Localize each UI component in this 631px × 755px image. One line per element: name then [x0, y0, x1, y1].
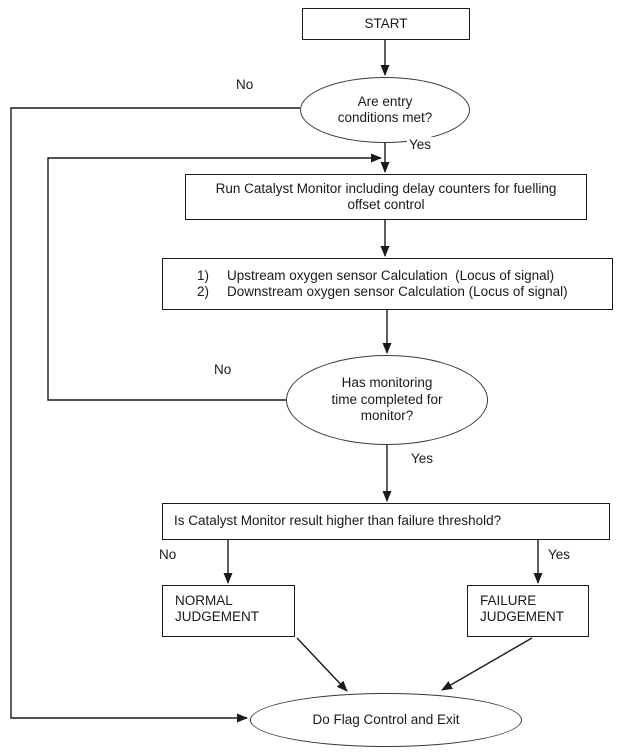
- threshold-yes-label: Yes: [546, 547, 573, 562]
- upstream-item-text: Upstream oxygen sensor Calculation (Locu…: [227, 267, 555, 283]
- time-yes-label: Yes: [409, 451, 436, 466]
- normal-judgement-node: NORMAL JUDGEMENT: [162, 585, 295, 637]
- upstream-item-number: 1): [197, 267, 210, 283]
- connector-entry-no-loop-to-exit: [10, 107, 300, 723]
- run-catalyst-monitor-label: Run Catalyst Monitor including delay cou…: [215, 180, 557, 212]
- downstream-calculation-row: 2) Downstream oxygen sensor Calculation …: [163, 284, 568, 300]
- downstream-item-number: 2): [197, 284, 210, 299]
- threshold-no-label: No: [157, 547, 179, 562]
- downstream-item-text: Downstream oxygen sensor Calculation (Lo…: [227, 284, 568, 299]
- failure-judgement-label: FAILURE JUDGEMENT: [480, 593, 564, 625]
- entry-conditions-label: Are entry conditions met?: [337, 93, 433, 125]
- monitoring-time-decision: Has monitoring time completed for monito…: [286, 355, 488, 445]
- failure-threshold-decision: Is Catalyst Monitor result higher than f…: [162, 503, 610, 540]
- connector-failure-to-exit: [441, 637, 533, 691]
- start-node: START: [302, 8, 470, 40]
- flag-control-exit-node: Do Flag Control and Exit: [250, 693, 522, 747]
- connector-time-no-loop-to-run-monitor: [47, 153, 382, 401]
- normal-judgement-label: NORMAL JUDGEMENT: [175, 593, 259, 625]
- failure-threshold-label: Is Catalyst Monitor result higher than f…: [174, 513, 502, 529]
- start-label: START: [364, 15, 408, 31]
- failure-judgement-node: FAILURE JUDGEMENT: [467, 585, 589, 637]
- entry-yes-label: Yes: [407, 137, 434, 152]
- entry-no-label: No: [234, 77, 256, 92]
- upstream-calculation-row: 1) Upstream oxygen sensor Calculation (L…: [163, 268, 554, 284]
- run-catalyst-monitor-process: Run Catalyst Monitor including delay cou…: [185, 174, 587, 220]
- connector-normal-to-exit: [296, 637, 348, 692]
- monitoring-time-label: Has monitoring time completed for monito…: [331, 375, 443, 424]
- entry-conditions-decision: Are entry conditions met?: [300, 77, 470, 143]
- time-no-label: No: [212, 362, 234, 377]
- oxygen-sensor-calculation-process: 1) Upstream oxygen sensor Calculation (L…: [162, 258, 613, 310]
- flag-control-exit-label: Do Flag Control and Exit: [312, 711, 460, 727]
